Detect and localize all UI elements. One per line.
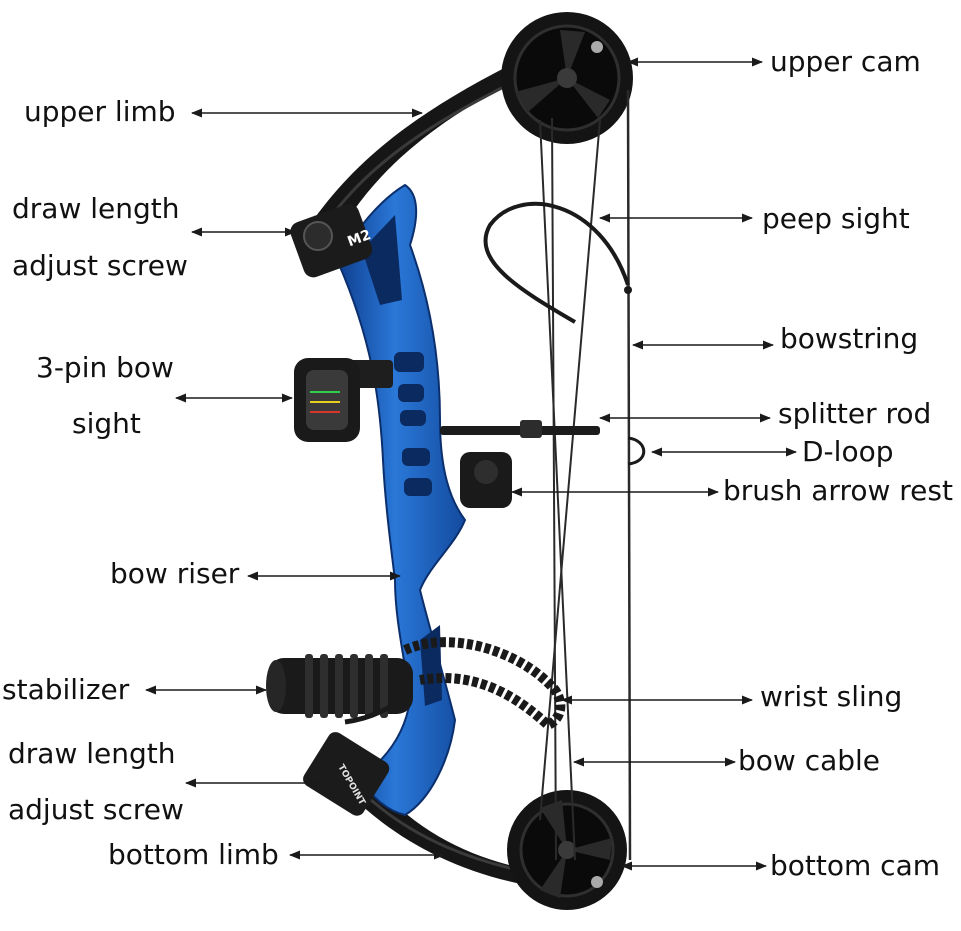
label-bow-riser: bow riser: [110, 557, 240, 590]
label-bow-cable: bow cable: [738, 744, 881, 777]
riser-top-badge: M2: [345, 227, 373, 250]
label-upper-limb: upper limb: [24, 95, 176, 128]
label-brush-arrow-rest: brush arrow rest: [723, 474, 953, 507]
label-draw-length-top-line2: adjust screw: [12, 249, 188, 282]
label-bottom-limb: bottom limb: [108, 838, 279, 871]
label-bow-sight-line2: sight: [72, 407, 141, 440]
bottom-cam: [507, 790, 627, 910]
label-d-loop: D-loop: [802, 435, 894, 468]
label-bow-sight-line1: 3-pin bow: [36, 351, 174, 384]
stabilizer: [266, 654, 413, 718]
bow-cable: [539, 117, 601, 861]
peep-sight: [483, 201, 632, 324]
leader-arrows: [144, 57, 798, 871]
upper-cam: [501, 12, 633, 144]
label-draw-length-bottom-line2: adjust screw: [8, 793, 184, 826]
label-wrist-sling: wrist sling: [760, 680, 903, 713]
label-splitter-rod: splitter rod: [778, 397, 932, 430]
label-peep-sight: peep sight: [762, 202, 910, 235]
wrist-sling: [344, 637, 566, 731]
top-draw-length-module: [290, 203, 373, 278]
splitter-rod: [440, 420, 600, 438]
label-draw-length-top-line1: draw length: [12, 192, 180, 225]
label-stabilizer: stabilizer: [2, 673, 130, 706]
label-bottom-cam: bottom cam: [770, 849, 940, 882]
label-draw-length-bottom-line1: draw length: [8, 737, 176, 770]
brush-arrow-rest: [460, 452, 512, 508]
bottom-draw-length-module: [303, 732, 390, 816]
bow-sight: [294, 358, 393, 442]
label-bowstring: bowstring: [780, 322, 919, 355]
bowstring: [626, 89, 632, 861]
label-upper-cam: upper cam: [770, 45, 921, 78]
d-loop: [627, 436, 646, 466]
